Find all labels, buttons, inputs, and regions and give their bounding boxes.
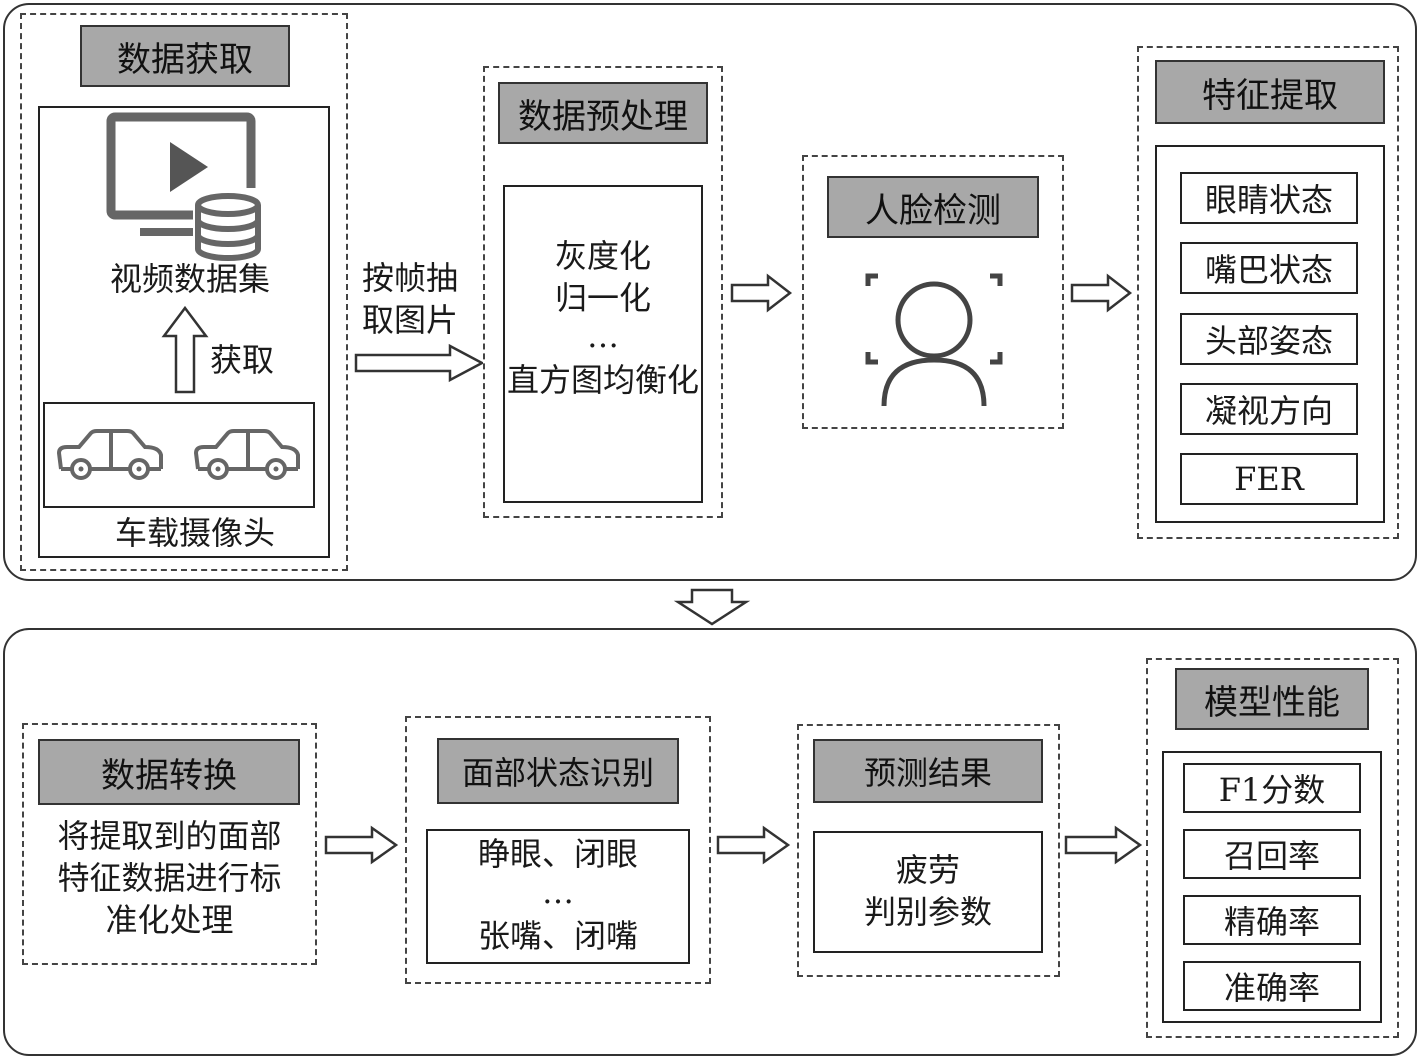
- feature-item: 头部姿态: [1180, 313, 1358, 365]
- face-scan-icon: [865, 273, 1003, 407]
- flow-arrow-right: [730, 273, 793, 313]
- conversion-header: 数据转换: [38, 739, 300, 805]
- conversion-text-line: 将提取到的面部: [57, 817, 282, 856]
- metric-item: 召回率: [1183, 829, 1361, 879]
- prediction-line: 疲劳: [895, 851, 960, 890]
- preprocess-step: 灰度化: [554, 237, 651, 276]
- preprocess-step: …: [587, 317, 619, 356]
- flow-arrow-down: [673, 588, 751, 626]
- preprocess-step: 归一化: [554, 279, 651, 318]
- prediction-box: [813, 831, 1043, 953]
- recognition-header: 面部状态识别: [437, 738, 679, 804]
- metric-item: 准确率: [1183, 961, 1361, 1011]
- flow-arrow-right: [1070, 273, 1133, 313]
- video-dataset-icon: [106, 112, 263, 261]
- video-dataset-label: 视频数据集: [109, 260, 270, 299]
- car-icon: [193, 429, 300, 480]
- conversion-text-line: 准化处理: [105, 901, 234, 940]
- preprocess-steps-box: [503, 185, 703, 503]
- acquisition-header: 数据获取: [80, 25, 290, 87]
- acquire-arrow-label: 获取: [210, 341, 275, 379]
- prediction-header: 预测结果: [813, 739, 1043, 803]
- camera-box: [43, 402, 315, 508]
- feature-item: 凝视方向: [1180, 383, 1358, 435]
- metric-item: F1分数: [1183, 763, 1361, 813]
- metric-item: 精确率: [1183, 895, 1361, 945]
- recognition-box: [426, 829, 690, 964]
- conversion-text-line: 特征数据进行标: [57, 859, 282, 898]
- metric-item-label: F1分数: [1218, 771, 1326, 809]
- flow-arrow-right: [1064, 825, 1143, 865]
- extract-label-line2: 取图片: [362, 301, 459, 339]
- feature-item: 眼睛状态: [1180, 172, 1358, 224]
- acquire-up-arrow: [161, 305, 209, 394]
- flow-arrow-right: [324, 825, 399, 865]
- preprocess-header: 数据预处理: [498, 82, 708, 144]
- feature-item: 嘴巴状态: [1180, 242, 1358, 294]
- recognition-line: 张嘴、闭嘴: [477, 917, 638, 956]
- flow-arrow-right: [716, 825, 791, 865]
- recognition-line: …: [542, 873, 574, 912]
- preprocess-step: 直方图均衡化: [506, 361, 699, 400]
- recognition-line: 睁眼、闭眼: [477, 835, 638, 874]
- features-header: 特征提取: [1155, 60, 1385, 124]
- extract-right-arrow: [354, 343, 485, 383]
- performance-header: 模型性能: [1175, 668, 1369, 730]
- extract-label-line1: 按帧抽: [362, 259, 459, 297]
- prediction-line: 判别参数: [863, 893, 992, 932]
- feature-item: FER: [1180, 453, 1358, 505]
- car-icon: [56, 429, 163, 480]
- face-detection-header: 人脸检测: [827, 176, 1039, 238]
- camera-label: 车载摄像头: [114, 514, 275, 553]
